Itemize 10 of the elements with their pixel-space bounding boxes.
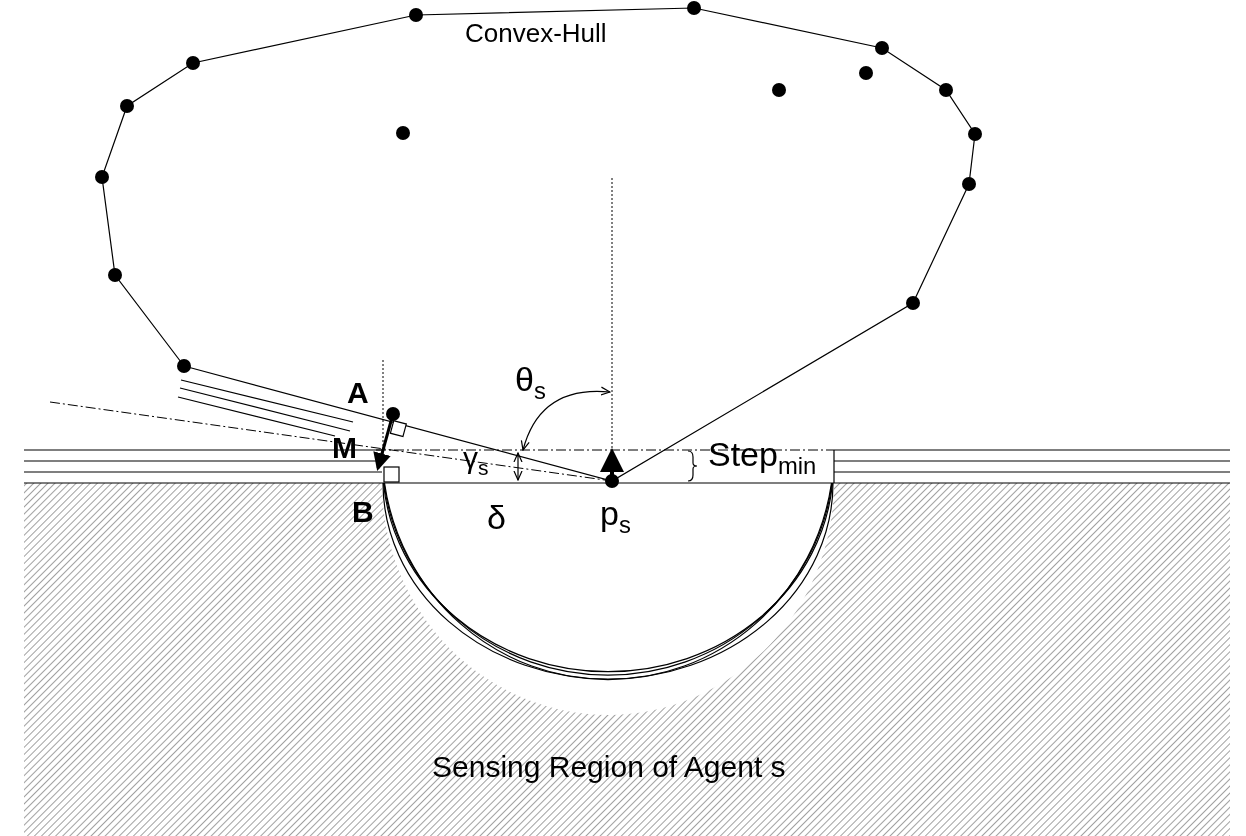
angle-label: γ$_{s}$	[463, 443, 489, 479]
region-label: Sensing Region of Agent s	[432, 752, 786, 782]
point-label: A	[347, 378, 369, 408]
region-label: Convex-Hull	[465, 20, 607, 46]
step-label: Step$_{min}$	[708, 437, 817, 479]
point-label: M	[332, 433, 357, 463]
point-label: B	[352, 497, 374, 527]
angle-label: θ$_{s}$	[515, 362, 546, 404]
agent-label: p$_{s}$	[600, 496, 631, 538]
distance-label: δ	[487, 500, 506, 534]
